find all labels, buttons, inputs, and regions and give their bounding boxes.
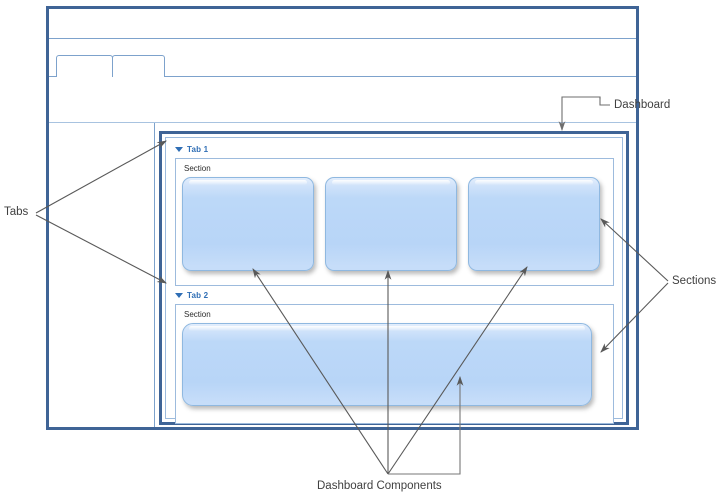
application-window: Tab 1 Section Tab 2 <box>46 6 639 430</box>
window-address-bar <box>49 77 636 123</box>
caret-down-icon[interactable] <box>175 293 183 298</box>
dashboard-inner-frame: Tab 1 Section Tab 2 <box>165 137 623 424</box>
browser-tab-strip <box>49 55 636 77</box>
dashboard-component[interactable] <box>182 323 592 406</box>
dashboard-component[interactable] <box>325 177 457 271</box>
section-1-label: Section <box>184 164 211 173</box>
side-navigation-panel <box>49 123 155 427</box>
dashboard-tab-1[interactable]: Tab 1 <box>175 143 617 156</box>
dashboard-component[interactable] <box>468 177 600 271</box>
annotation-label-sections: Sections <box>672 275 717 287</box>
section-2-components <box>182 323 607 406</box>
dashboard-component[interactable] <box>182 177 314 271</box>
dashboard-section-1: Section <box>175 158 614 286</box>
window-title-bar <box>49 9 636 39</box>
annotation-label-components: Dashboard Components <box>317 480 442 492</box>
window-content-area: Tab 1 Section Tab 2 <box>49 123 636 427</box>
browser-tab-2[interactable] <box>112 55 165 77</box>
dashboard-section-2: Section <box>175 304 614 424</box>
dashboard: Tab 1 Section Tab 2 <box>159 131 629 425</box>
annotation-label-tabs: Tabs <box>4 206 29 218</box>
dashboard-tab-2[interactable]: Tab 2 <box>175 289 617 302</box>
caret-down-icon[interactable] <box>175 147 183 152</box>
dashboard-tab-1-label: Tab 1 <box>187 144 209 154</box>
browser-tab-1[interactable] <box>56 55 113 77</box>
dashboard-tab-2-label: Tab 2 <box>187 290 209 300</box>
section-1-components <box>182 177 607 271</box>
section-2-label: Section <box>184 310 211 319</box>
